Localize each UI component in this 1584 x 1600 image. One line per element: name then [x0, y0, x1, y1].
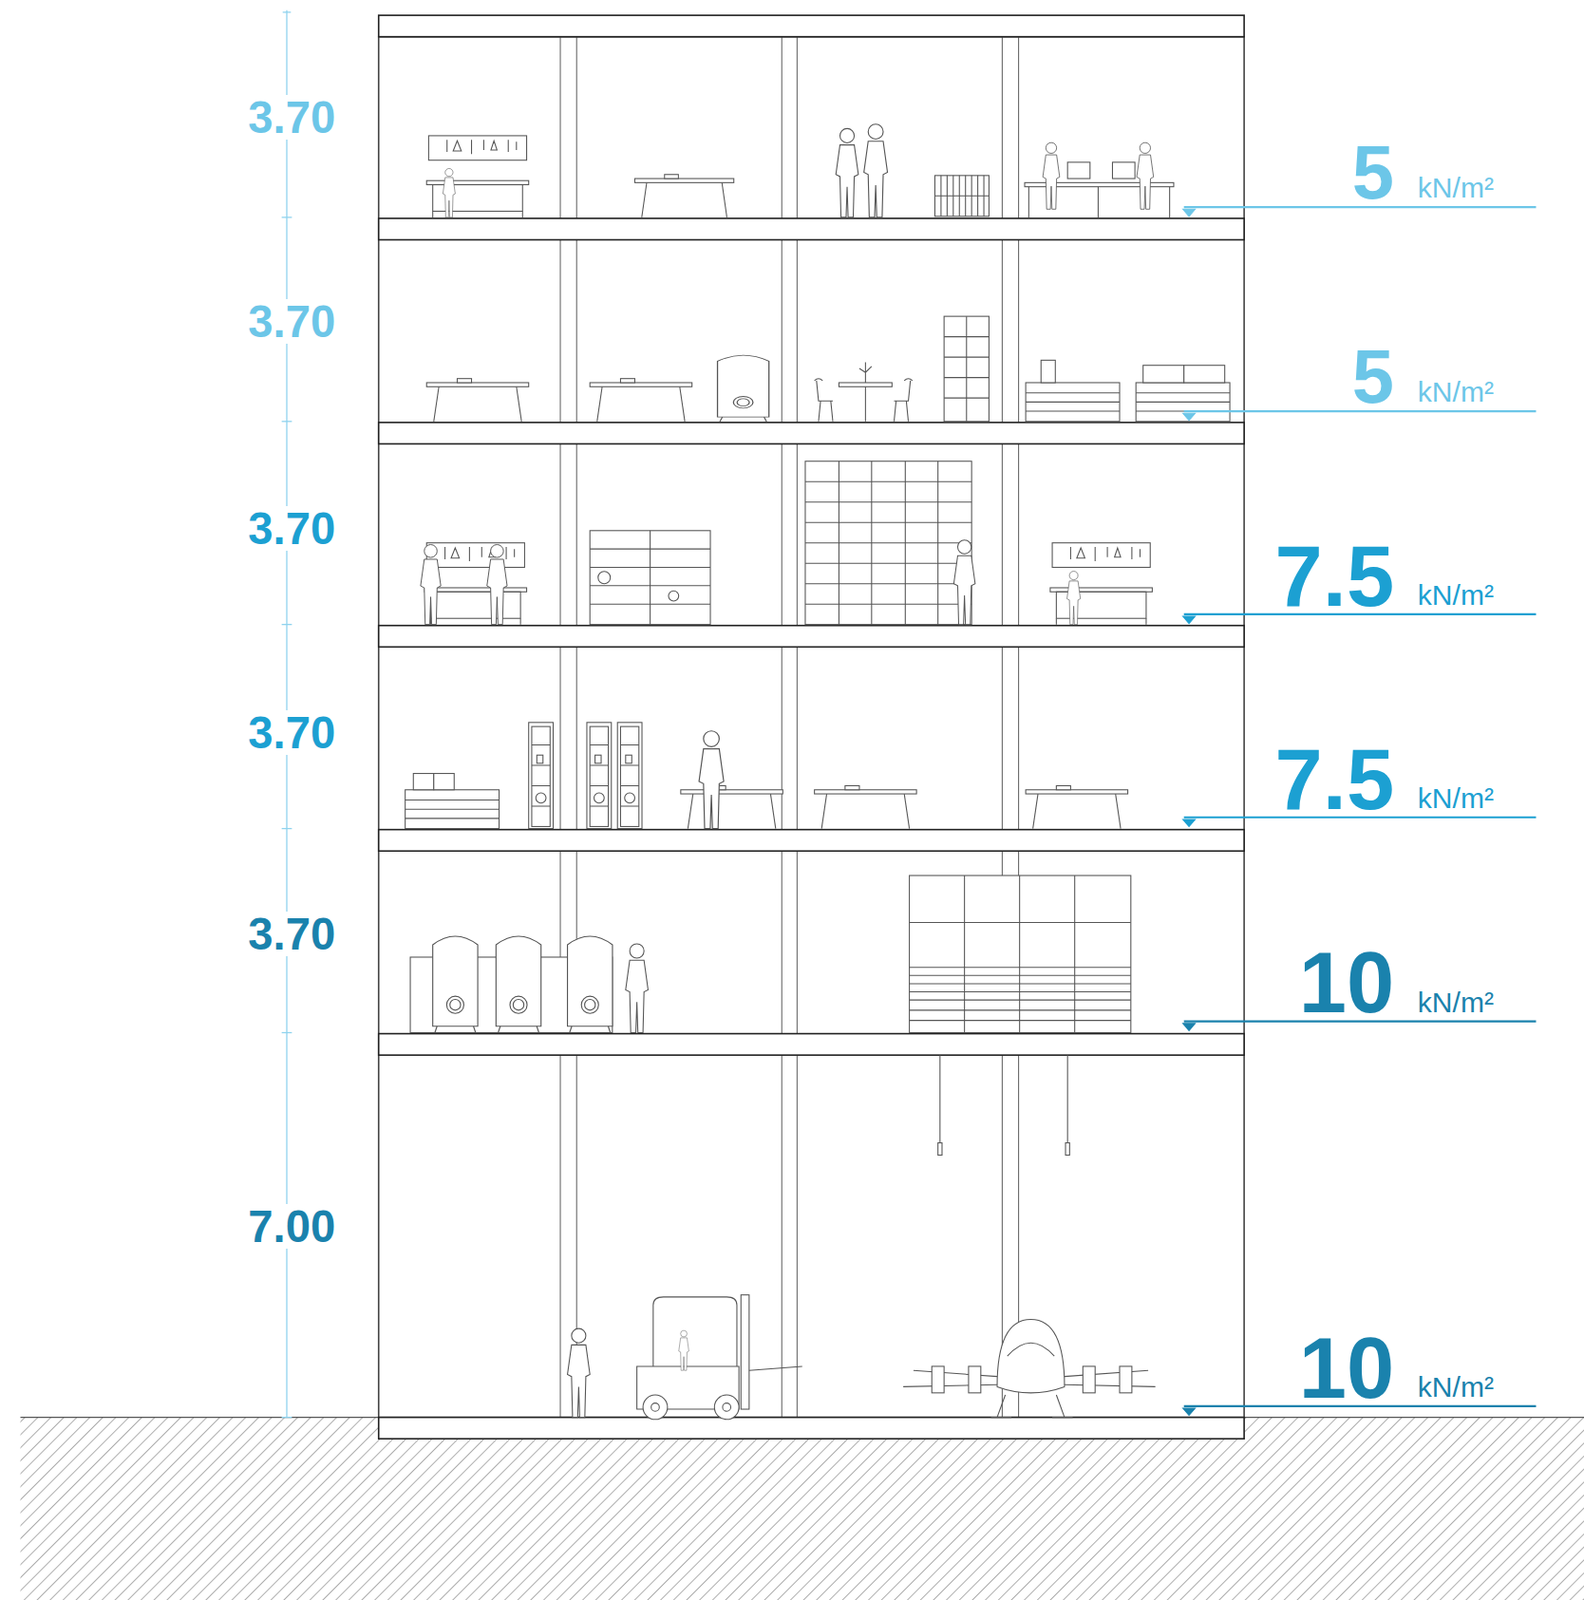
floor-height: 3.70	[245, 710, 338, 755]
load-unit: kN/m²	[1417, 988, 1494, 1018]
load-unit: kN/m²	[1417, 581, 1494, 610]
floor-height: 3.70	[245, 299, 338, 344]
load-value: 5	[1352, 339, 1395, 415]
floor-height: 3.70	[245, 911, 338, 957]
load-unit: kN/m²	[1417, 173, 1494, 203]
ground	[19, 1417, 1584, 1600]
load-value: 10	[1299, 940, 1395, 1026]
load-level-lines	[1183, 207, 1537, 1415]
floor-height: 7.00	[245, 1204, 338, 1249]
floor-height: 3.70	[245, 94, 338, 140]
load-unit: kN/m²	[1417, 377, 1494, 407]
load-unit: kN/m²	[1417, 1373, 1494, 1402]
load-value: 7.5	[1275, 533, 1395, 620]
load-value: 10	[1299, 1325, 1395, 1412]
floor-height: 3.70	[245, 506, 338, 551]
building-frame	[378, 15, 1245, 1439]
furniture	[405, 124, 1230, 1420]
load-value: 7.5	[1275, 736, 1395, 823]
load-value: 5	[1352, 134, 1395, 211]
load-unit: kN/m²	[1417, 784, 1494, 813]
